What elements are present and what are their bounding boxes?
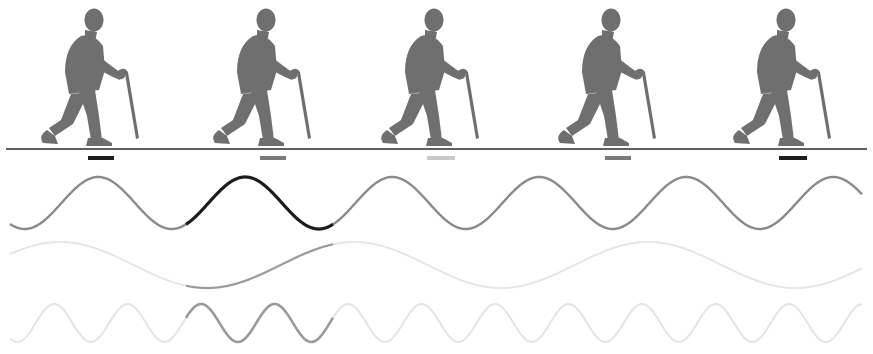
walking-elderly-person-with-cane-icon <box>213 9 311 147</box>
walking-elderly-person-with-cane-icon <box>41 9 139 147</box>
double-frequency-wave-trace <box>10 304 862 342</box>
half-frequency-wave <box>10 242 862 288</box>
half-frequency-wave-trace <box>10 242 862 288</box>
walking-elderly-person-with-cane-icon <box>733 9 831 147</box>
wave-rows <box>10 177 862 342</box>
walking-elderly-person-with-cane-icon <box>381 9 479 147</box>
gait-cycle-wave-highlighted-cycle <box>186 177 333 229</box>
walking-elderly-person-with-cane-icon <box>558 9 656 147</box>
double-frequency-wave-highlighted-cycle <box>186 304 333 342</box>
double-frequency-wave <box>10 304 862 342</box>
gait-cycle-wave <box>10 177 862 229</box>
step-marker <box>427 156 455 160</box>
half-frequency-wave-highlighted-cycle <box>186 244 333 288</box>
walking-figures <box>41 9 831 147</box>
step-marker <box>260 156 286 160</box>
step-markers <box>88 156 807 160</box>
gait-cycle-wave-trace <box>10 177 862 229</box>
step-marker <box>88 156 114 160</box>
step-marker <box>779 156 807 160</box>
step-marker <box>605 156 631 160</box>
